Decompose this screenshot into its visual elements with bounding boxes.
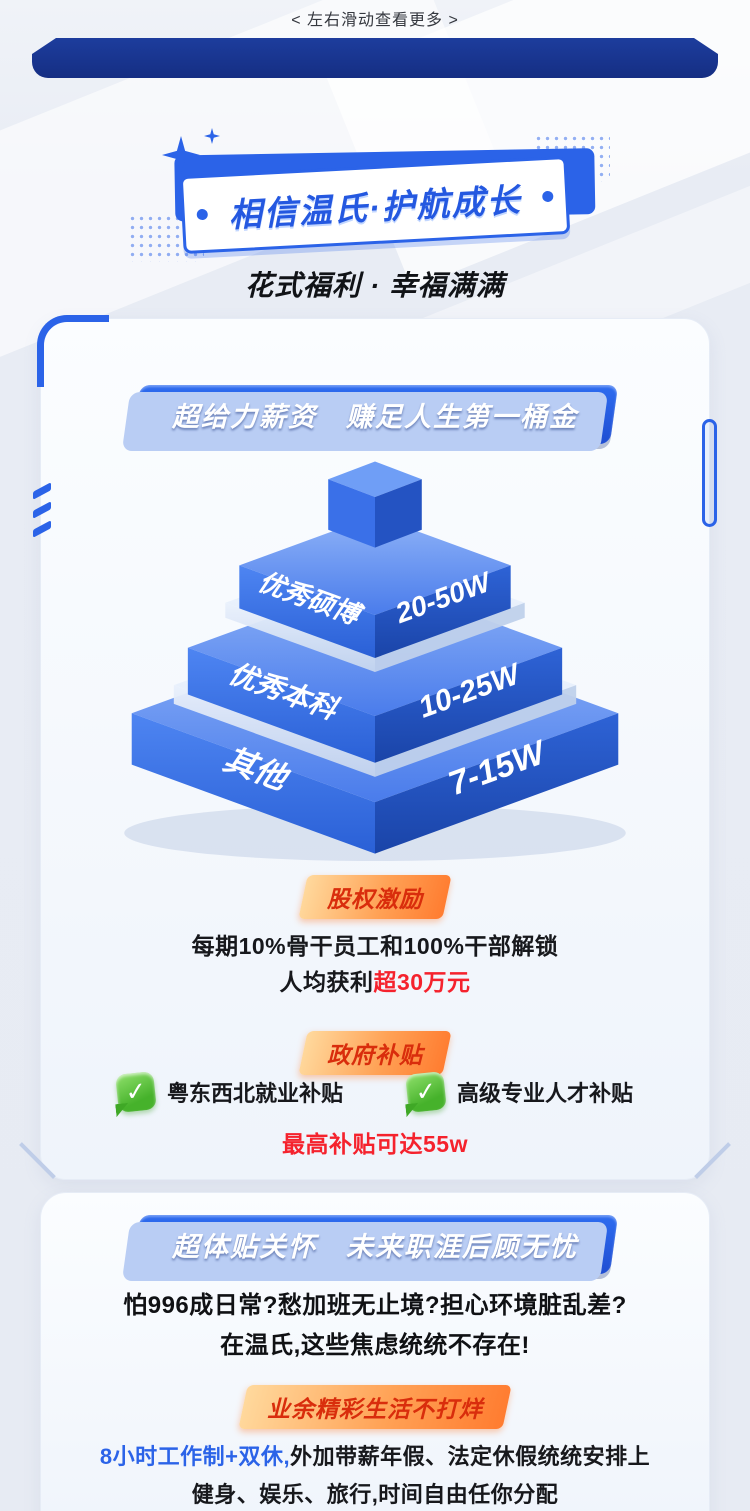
leisure-ribbon: 业余精彩生活不打烊: [238, 1385, 512, 1429]
check-icon: [405, 1071, 447, 1113]
benefit-line1: 8小时工作制+双休,外加带薪年假、法定休假统统安排上: [41, 1439, 709, 1471]
care-header-pill: 超体贴关怀 未来职涯后顾无忧: [131, 1215, 619, 1274]
salary-pyramid: 优秀硕博 20-50W 优秀本科 10-25W 其他 7-15W: [124, 461, 626, 862]
pyramid-cube: [328, 461, 422, 548]
equity-line1: 每期10%骨干员工和100%干部解锁: [191, 933, 559, 959]
sparkle-icon: [162, 136, 200, 174]
equity-line2-highlight: 超30万元: [373, 969, 471, 995]
sparkle-icon-small: [204, 128, 220, 144]
benefit-line2: 健身、娱乐、旅行,时间自由任你分配: [191, 1482, 559, 1507]
subsidy-row: 粤东西北就业补贴 高级专业人才补贴: [41, 1071, 709, 1113]
swipe-hint-text: < 左右滑动查看更多 >: [291, 12, 459, 29]
worry-line2: 在温氏,这些焦虑统统不存在!: [220, 1332, 530, 1359]
badge-title: 相信温氏·护航成长: [227, 181, 523, 234]
title-badge: 相信温氏·护航成长: [0, 128, 750, 262]
leisure-ribbon-text: 业余精彩生活不打烊: [267, 1396, 483, 1422]
subsidy-item: 粤东西北就业补贴: [115, 1071, 343, 1113]
salary-card: 超给力薪资 赚足人生第一桶金: [19, 315, 731, 1180]
section-subtitle: 花式福利 · 幸福满满: [245, 270, 505, 301]
care-card: 超体贴关怀 未来职涯后顾无忧 怕996成日常?愁加班无止境?担心环境脏乱差? 在…: [40, 1192, 710, 1511]
subsidy-item: 高级专业人才补贴: [405, 1071, 634, 1113]
side-capsule-decor: [702, 419, 717, 527]
subsidy-item-label: 粤东西北就业补贴: [166, 1081, 343, 1106]
badge-dot-left: [196, 208, 209, 221]
salary-header-pill: 超给力薪资 赚足人生第一桶金: [131, 385, 619, 444]
subsidy-ribbon-text: 政府补贴: [327, 1042, 423, 1068]
check-icon: [115, 1071, 157, 1113]
equity-line2-prefix: 人均获利: [279, 969, 374, 995]
corner-accent-topleft: [37, 315, 109, 387]
equity-ribbon: 股权激励: [298, 875, 452, 919]
worry-line1: 怕996成日常?愁加班无止境?担心环境脏乱差?: [123, 1292, 627, 1319]
top-banner: [32, 38, 718, 78]
badge-dot-right: [542, 190, 554, 203]
subsidy-ribbon: 政府补贴: [298, 1031, 452, 1075]
salary-header-text: 超给力薪资 赚足人生第一桶金: [172, 402, 578, 432]
equity-line2: 人均获利超30万元: [41, 963, 709, 997]
equity-ribbon-text: 股权激励: [327, 886, 423, 912]
pyramid-tier-top: [239, 515, 511, 658]
benefit-rest: 外加带薪年假、法定休假统统安排上: [290, 1444, 651, 1469]
care-header-text: 超体贴关怀 未来职涯后顾无忧: [172, 1232, 578, 1262]
hash-marks-decor: [33, 482, 51, 544]
subsidy-item-label: 高级专业人才补贴: [457, 1081, 634, 1106]
subsidy-note: 最高补贴可达55w: [282, 1131, 468, 1157]
benefit-highlight: 8小时工作制+双休,: [99, 1444, 291, 1469]
